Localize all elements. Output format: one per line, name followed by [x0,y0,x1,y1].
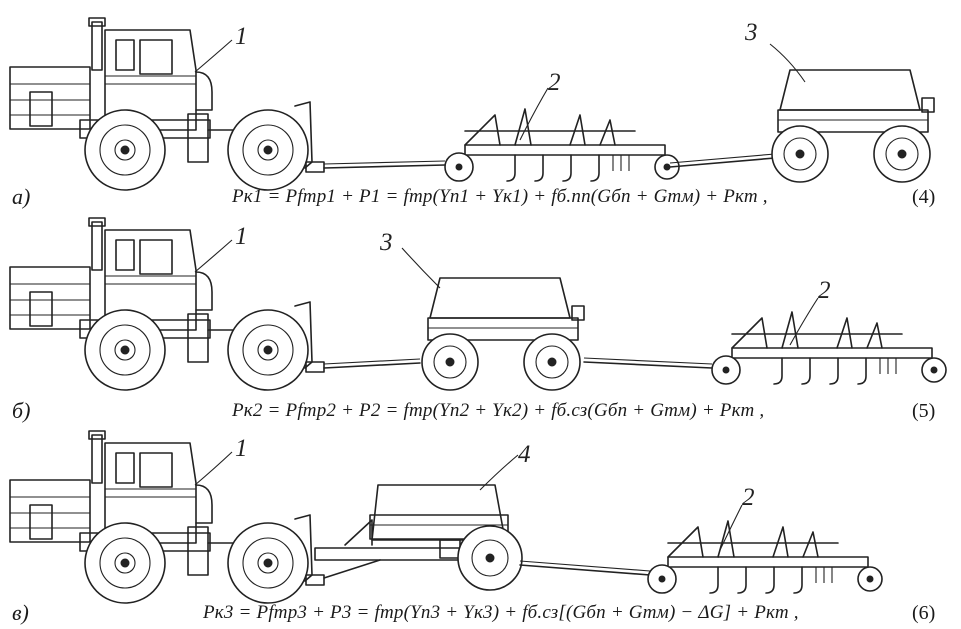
label-2-row-a: 2 [548,69,561,96]
equation-number-5: (5) [912,400,936,422]
row-a-tag: а) [12,184,31,209]
equation-number-6: (6) [912,602,936,624]
label-1-row-b: 1 [235,223,248,250]
row-c-tag: в) [12,600,29,625]
label-4-row-c: 4 [518,441,531,468]
label-3-row-b: 3 [379,229,393,256]
label-3-row-a: 3 [744,19,758,46]
row-b-tag: б) [12,398,31,423]
row-a-diagram [9,17,935,191]
equation-number-4: (4) [912,186,936,208]
equation-5: Pк2 = Pfтр2 + P2 = fтр(Yп2 + Yк2) + fб.с… [232,400,765,421]
row-b-diagram [9,217,947,391]
label-1-row-c: 1 [235,435,248,462]
equation-6: Pк3 = Pfтр3 + P3 = fтр(Yп3 + Yк3) + fб.с… [203,602,799,623]
equation-4: Pк1 = Pfтр1 + P1 = fтр(Yп1 + Yк1) + fб.п… [232,186,768,207]
label-1-row-a: 1 [235,23,248,50]
label-2-row-b: 2 [818,277,831,304]
row-c-diagram [9,430,883,604]
label-2-row-c: 2 [742,484,755,511]
